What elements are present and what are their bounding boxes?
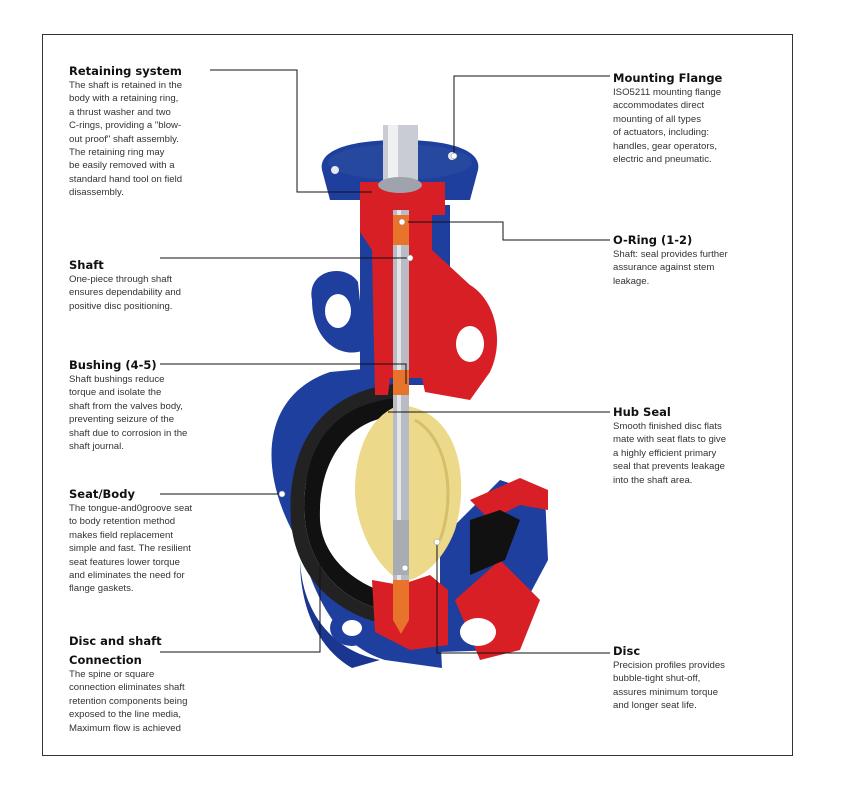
disc-shaft-desc: The spine or square connection eliminate… <box>69 669 188 734</box>
shaft-title: Shaft <box>69 258 104 272</box>
hub-seal-desc: Smooth finished disc flats mate with sea… <box>613 421 727 486</box>
disc-shaft-title: Disc and shaft <box>69 634 162 648</box>
label-o-ring: O-Ring (1-2) Shaft: seal provides furthe… <box>613 232 763 288</box>
hub-seal-title: Hub Seal <box>613 405 671 419</box>
mounting-flange-title: Mounting Flange <box>613 71 723 85</box>
disc-title: Disc <box>613 644 641 658</box>
disc-shaft-title-2: Connection <box>69 653 142 667</box>
disc-desc: Precision profiles provides bubble-tight… <box>613 660 725 712</box>
seat-body-title: Seat/Body <box>69 487 135 501</box>
pointer-dots <box>278 152 458 572</box>
label-disc: Disc Precision profiles provides bubble-… <box>613 643 763 713</box>
bushing-title: Bushing (4-5) <box>69 358 157 372</box>
label-disc-shaft-connection: Disc and shaft Connection The spine or s… <box>69 633 219 735</box>
label-hub-seal: Hub Seal Smooth finished disc flats mate… <box>613 404 763 487</box>
seat-body-desc: The tongue-and0groove seat to body reten… <box>69 503 193 595</box>
o-ring-desc: Shaft: seal provides further assurance a… <box>613 249 728 287</box>
retaining-system-desc: The shaft is retained in the body with a… <box>69 80 183 199</box>
mounting-flange-desc: ISO5211 mounting flange accommodates dir… <box>613 87 722 166</box>
label-seat-body: Seat/Body The tongue-and0groove seat to … <box>69 486 219 596</box>
bushing-desc: Shaft bushings reduce torque and isolate… <box>69 374 188 453</box>
resilient-seat <box>304 398 395 612</box>
label-mounting-flange: Mounting Flange ISO5211 mounting flange … <box>613 70 763 166</box>
leader-lines <box>160 69 610 654</box>
diagram-frame <box>42 34 793 756</box>
o-ring-title: O-Ring (1-2) <box>613 233 693 247</box>
label-bushing: Bushing (4-5) Shaft bushings reduce torq… <box>69 357 219 453</box>
shaft-desc: One-piece through shaft ensures dependab… <box>69 274 182 312</box>
label-shaft: Shaft One-piece through shaft ensures de… <box>69 257 219 313</box>
seat-outer <box>290 384 395 626</box>
label-retaining-system: Retaining system The shaft is retained i… <box>69 63 219 200</box>
retaining-system-title: Retaining system <box>69 64 182 78</box>
